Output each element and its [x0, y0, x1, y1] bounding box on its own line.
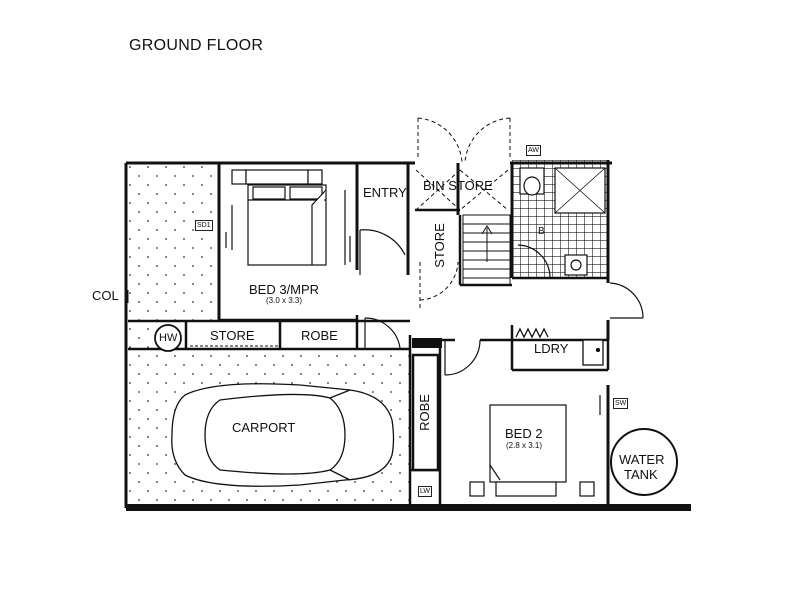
- hw-label: HW: [159, 332, 178, 344]
- water-tank-label-1: WATER: [619, 452, 665, 467]
- car-outline: [171, 383, 395, 487]
- water-tank-circle: [610, 428, 678, 496]
- bed2-furniture: [469, 395, 601, 497]
- lw-tag: LW: [418, 486, 432, 497]
- outer-walls: [124, 160, 612, 508]
- bin-store-label: BIN STORE: [423, 178, 493, 193]
- bin-store-doors: [415, 117, 511, 310]
- door-swings: [359, 229, 644, 376]
- sw-tag: SW: [613, 398, 629, 409]
- robe-vertical-label: ROBE: [416, 394, 432, 431]
- bed2-label: BED 2: [505, 426, 543, 441]
- aw-tag: AW: [526, 145, 542, 156]
- bottom-wall: [126, 504, 691, 511]
- bed2-dims: (2.8 x 3.1): [506, 441, 543, 450]
- hw-circle: [154, 324, 182, 352]
- water-tank-label-2: TANK: [624, 467, 658, 482]
- bathroom-label: B: [538, 226, 545, 237]
- store-vertical-label: STORE: [431, 223, 447, 268]
- stairs: [462, 214, 511, 286]
- deck-area: [128, 166, 219, 321]
- robe-top-label: ROBE: [301, 328, 338, 343]
- bed3-furniture: [225, 169, 351, 266]
- bed3-label: BED 3/MPR: [249, 282, 320, 297]
- carport-left-strip: [128, 321, 150, 351]
- sd1-tag: SD1: [195, 220, 213, 231]
- bathroom-fixtures: [519, 167, 606, 276]
- wall-block: [412, 338, 442, 348]
- carport-label: CARPORT: [232, 420, 296, 435]
- ldry-label: LDRY: [534, 341, 569, 356]
- entry-label: ENTRY: [363, 185, 407, 200]
- bed3-dims: (3.0 x 3.3): [266, 296, 303, 305]
- store-label: STORE: [210, 328, 255, 343]
- col-label: COL: [92, 288, 119, 303]
- robe-vertical-box: [411, 353, 440, 472]
- page-title: GROUND FLOOR: [129, 37, 264, 54]
- laundry-fixtures: [515, 327, 604, 366]
